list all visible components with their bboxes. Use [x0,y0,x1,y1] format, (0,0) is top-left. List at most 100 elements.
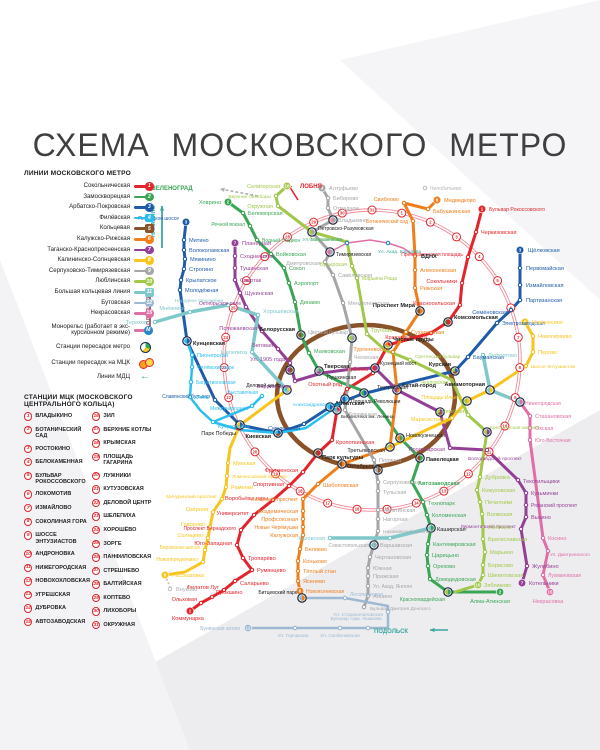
station-dot [189,364,195,370]
mcc-badge-7 [513,332,523,342]
station-dot [347,359,353,365]
svg-text:9: 9 [514,395,517,400]
station-dot [523,514,529,520]
station-dot [286,483,292,489]
svg-text:7: 7 [521,581,524,586]
station-label: Серпуховская [383,480,419,486]
station-label: Нагорная [383,517,408,523]
station-label: Фрунзенская [265,468,298,474]
station-label: Фили [195,395,209,401]
station-dot [234,542,240,548]
station-label: Сретенский бульвар [415,353,461,360]
station-dot [187,309,193,315]
svg-text:4: 4 [478,254,481,259]
station-label: Румянцево [257,568,286,574]
station-label: Университет [216,511,249,517]
station-dot [401,200,407,206]
station-label: Юго-Западная [194,541,232,547]
station-dot [237,290,243,296]
station-label: Тульская [383,490,406,496]
station-label: Митино [189,238,209,244]
terminal-badge-6 [432,195,442,205]
station-label: Красногвардейская [400,596,445,603]
station-dot [295,578,301,584]
station-dot [249,567,255,573]
station-label: Бутырская [319,262,347,268]
mcc-badge-24 [221,332,231,342]
station-dot [273,193,279,199]
station-label: Багратионовская [196,380,236,386]
station-label: Библиотека им. Ленина [341,414,394,420]
station-dot [422,185,428,191]
station-label: Люблино [488,525,511,531]
svg-text:8: 8 [164,573,167,578]
station-label: Авиамоторная [444,382,485,388]
station-label: Дубровка [485,475,511,481]
station-label: Проспект Мира [373,303,416,309]
station-dot [375,479,381,485]
station-label: Кропоткинская [336,440,374,446]
station-label: Беляево [305,547,327,553]
station-label: Волоколамская [189,248,229,254]
mcc-badge-19 [271,469,281,479]
station-label: Окская [535,426,553,432]
station-dot [275,346,281,352]
edge-label: НАХАБИНО [151,205,157,237]
legend-line-1: Сокольническая 1 [24,181,158,192]
station-label: Борисово [488,563,513,569]
station-label: Третьяковская [347,448,385,454]
station-dot [219,496,225,502]
station-label: Минская [233,461,255,467]
station-label: Бабушкинская [433,209,470,215]
svg-text:8: 8 [524,320,527,325]
mcc-badge-1 [397,208,407,218]
station-label: Речной вокзал [211,221,245,228]
terminal-badge-1 [477,204,487,214]
station-dot [425,563,431,569]
station-dot [287,360,293,366]
station-label: Кожуховская [482,488,515,494]
station-label: Орехово [433,564,455,570]
station-dot [300,524,306,530]
line-swatch: 4 [134,213,158,223]
legend-mcd-icon: ← [140,371,150,383]
svg-text:22: 22 [226,395,231,400]
mcc-badge-27 [260,252,270,262]
station-label: Народное Ополчение [175,298,224,304]
svg-text:31: 31 [370,208,375,213]
station-label: Полянка [379,458,402,464]
svg-text:12: 12 [466,471,471,476]
station-dot [410,218,416,224]
station-label: Парк Победы [201,431,236,437]
station-dot [344,386,350,392]
station-dot [329,437,335,443]
station-label: Рассказовка [172,573,205,579]
station-dot [243,304,249,310]
station-label: Стахановская [535,414,571,420]
station-label: Павелецкая [426,457,459,463]
mcc-badge-22 [224,393,234,403]
station-label: Марьино [490,550,513,556]
station-label: Текстильщики [523,479,560,485]
station-label: Филёвский парк [197,364,235,371]
station-label: Новогиреево [538,334,572,340]
station-label: Бульвар Адм. Ушакова [330,616,381,622]
station-label: Нагатинская [383,508,415,514]
svg-text:16: 16 [355,507,360,512]
station-dot [508,307,514,313]
station-label: Коммунарка [172,616,205,622]
station-label: Парк культуры [322,455,364,461]
station-label: Царицыно [432,553,459,559]
station-label: Раменки [231,485,253,491]
terminal-badge-3 [181,217,191,227]
